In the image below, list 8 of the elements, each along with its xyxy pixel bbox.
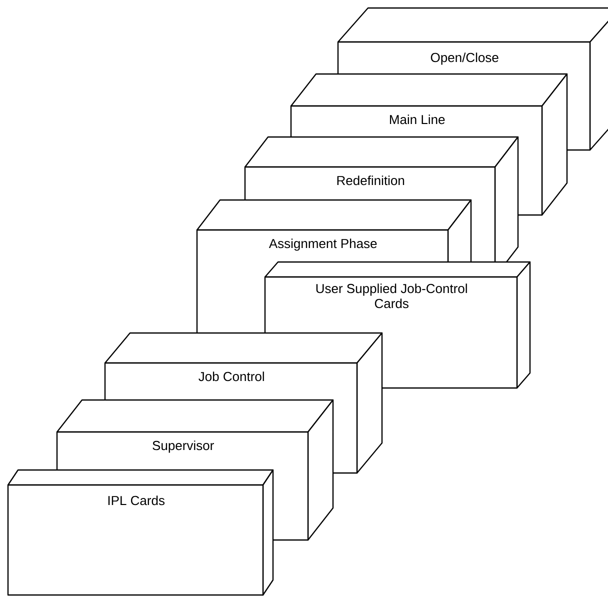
deck-label: Supervisor: [152, 440, 214, 453]
deck-label: Job Control: [198, 372, 264, 382]
deck-label: User Supplied Job-Control Cards: [316, 284, 467, 308]
deck-label: Redefinition: [337, 176, 404, 186]
deck-label: Main Line: [390, 114, 445, 124]
deck-label: Open/Close: [430, 52, 498, 65]
deck-label: Assignment Phase: [268, 238, 377, 251]
deck-label: IPL Cards: [108, 496, 165, 506]
